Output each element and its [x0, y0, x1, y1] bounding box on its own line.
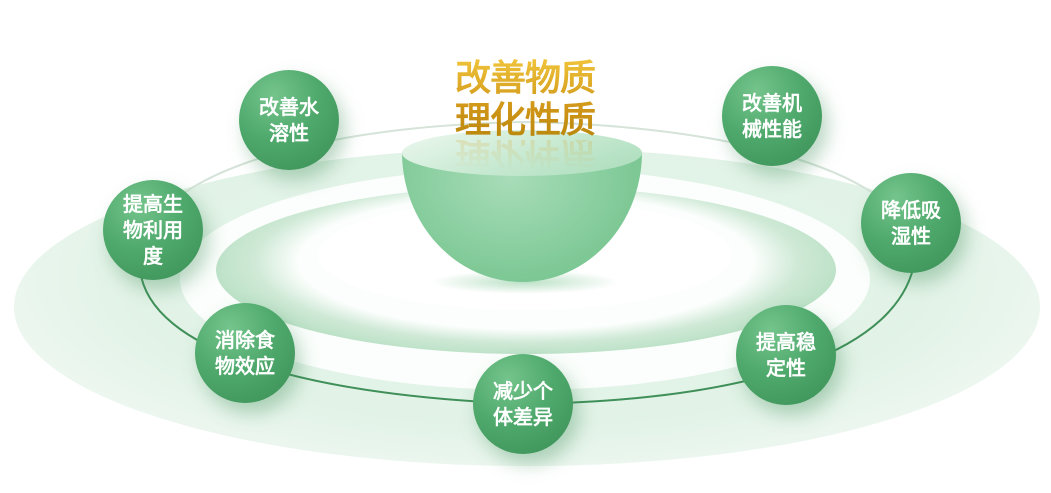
center-title: 改善物质 理化性质: [440, 58, 610, 142]
node-label: 改善水 溶性: [259, 95, 319, 145]
center-title-line-2: 理化性质: [454, 100, 595, 141]
reflection-text: 理化性质: [454, 140, 595, 170]
center-title-reflection: 理化性质: [440, 140, 610, 170]
node-mechanical-properties[interactable]: 改善机 械性能: [722, 66, 822, 166]
node-individual-variation[interactable]: 减少个 体差异: [473, 354, 573, 454]
bowl-top-surface: [402, 130, 642, 176]
node-label: 提高生 物利用 度: [123, 192, 183, 268]
node-stability[interactable]: 提高稳 定性: [736, 305, 836, 405]
node-bioavailability[interactable]: 提高生 物利用 度: [103, 180, 203, 280]
node-label: 改善机 械性能: [742, 91, 802, 141]
center-title-line-1: 改善物质: [454, 58, 595, 99]
node-label: 降低吸 湿性: [881, 198, 941, 248]
node-label: 减少个 体差异: [493, 379, 553, 429]
node-hygroscopicity[interactable]: 降低吸 湿性: [861, 173, 961, 273]
node-water-solubility[interactable]: 改善水 溶性: [239, 70, 339, 170]
node-label: 消除食 物效应: [215, 328, 275, 378]
node-food-effect[interactable]: 消除食 物效应: [195, 303, 295, 403]
central-bowl: [402, 122, 642, 282]
node-label: 提高稳 定性: [756, 330, 816, 380]
